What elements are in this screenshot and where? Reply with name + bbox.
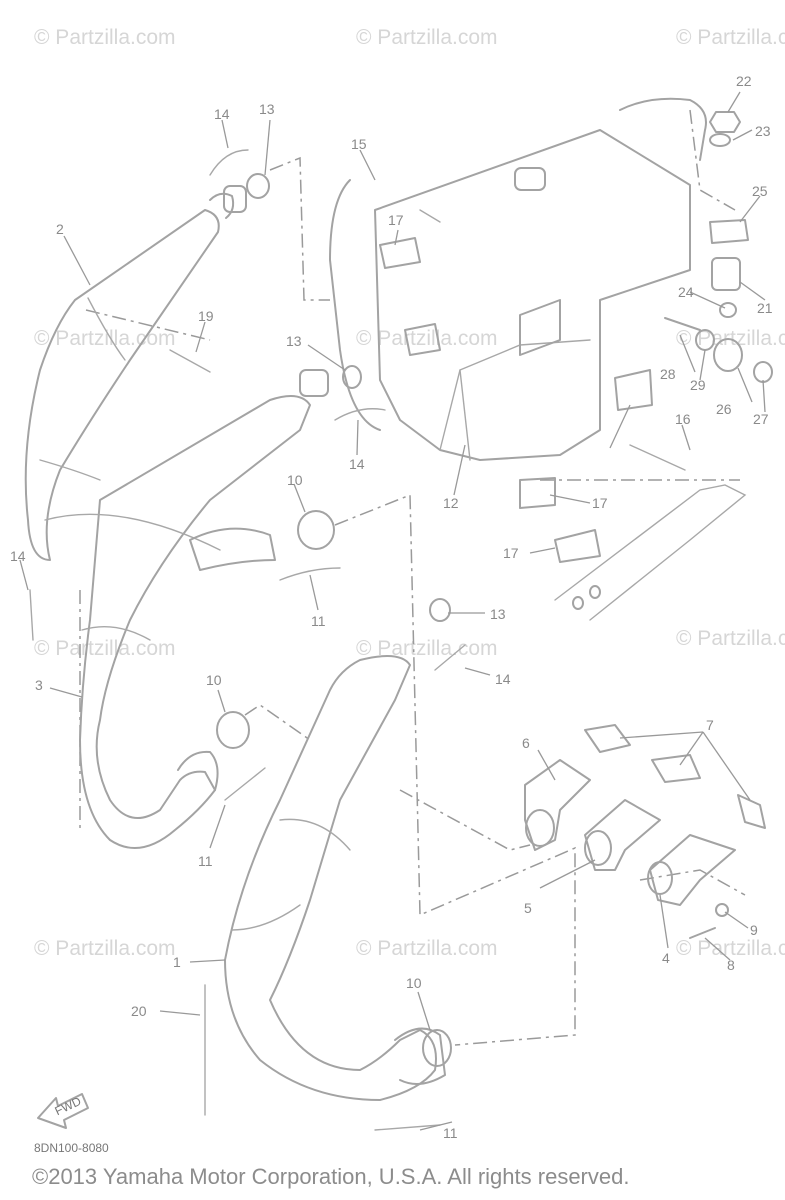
copyright-notice: ©2013 Yamaha Motor Corporation, U.S.A. A…: [32, 1164, 630, 1189]
callout-15: 15: [351, 136, 367, 152]
callout-28: 28: [660, 366, 676, 382]
callout-27: 27: [753, 411, 769, 427]
callout-13: 13: [259, 101, 275, 117]
callout-23: 23: [755, 123, 771, 139]
watermark: © Partzilla.com: [356, 327, 498, 350]
callout-11: 11: [443, 1125, 458, 1141]
callouts: 1 2 3 4 5 6 7 8 9 10 10 10 10 11 11 11 1…: [10, 73, 773, 1141]
callout-26: 26: [716, 401, 732, 417]
callout-20: 20: [131, 1003, 147, 1019]
callout-24: 24: [678, 284, 694, 300]
callout-7: 7: [706, 717, 714, 733]
fwd-label: FWD: [53, 1094, 84, 1118]
callout-12: 12: [443, 495, 459, 511]
watermark: © Partzilla.com: [356, 26, 498, 49]
callout-29: 29: [690, 377, 706, 393]
callout-14: 14: [10, 548, 26, 564]
callout-10: 10: [287, 472, 303, 488]
callout-17: 17: [592, 495, 608, 511]
exhaust-pipes: [524, 724, 766, 906]
callout-13: 13: [490, 606, 506, 622]
watermark: © Partzilla.com: [34, 937, 176, 960]
hardware: [29, 111, 773, 1131]
callout-22: 22: [736, 73, 752, 89]
callout-14: 14: [214, 106, 230, 122]
watermark: © Partzilla.com: [676, 627, 785, 650]
diagram-code: 8DN100-8080: [34, 1141, 109, 1155]
callout-11: 11: [311, 613, 326, 629]
callout-17: 17: [503, 545, 519, 561]
assembly-guides: [79, 109, 746, 1046]
leader-lines: [19, 91, 766, 1131]
callout-9: 9: [750, 922, 758, 938]
silencer-box: [329, 97, 707, 461]
watermark: © Partzilla.com: [34, 26, 176, 49]
callout-14: 14: [349, 456, 365, 472]
callout-6: 6: [522, 735, 530, 751]
callout-4: 4: [662, 950, 670, 966]
callout-10: 10: [406, 975, 422, 991]
callout-5: 5: [524, 900, 532, 916]
callout-21: 21: [757, 300, 773, 316]
callout-2: 2: [56, 221, 64, 237]
callout-19: 19: [198, 308, 214, 324]
watermarks: © Partzilla.com © Partzilla.com © Partzi…: [34, 26, 785, 960]
callout-25: 25: [752, 183, 768, 199]
callout-3: 3: [35, 677, 43, 693]
callout-17: 17: [388, 212, 404, 228]
callout-11: 11: [198, 853, 213, 869]
callout-1: 1: [173, 954, 181, 970]
watermark: © Partzilla.com: [356, 937, 498, 960]
callout-14: 14: [495, 671, 511, 687]
watermark: © Partzilla.com: [34, 637, 176, 660]
callout-8: 8: [727, 957, 735, 973]
watermark: © Partzilla.com: [676, 937, 785, 960]
muffler-2: [24, 185, 247, 561]
watermark: © Partzilla.com: [676, 26, 785, 49]
watermark: © Partzilla.com: [356, 637, 498, 660]
fwd-arrow-icon: FWD: [37, 1093, 89, 1129]
muffler-1: [224, 655, 446, 1101]
callout-10: 10: [206, 672, 222, 688]
callout-13: 13: [286, 333, 302, 349]
muffler-3: [44, 369, 329, 849]
callout-16: 16: [675, 411, 691, 427]
